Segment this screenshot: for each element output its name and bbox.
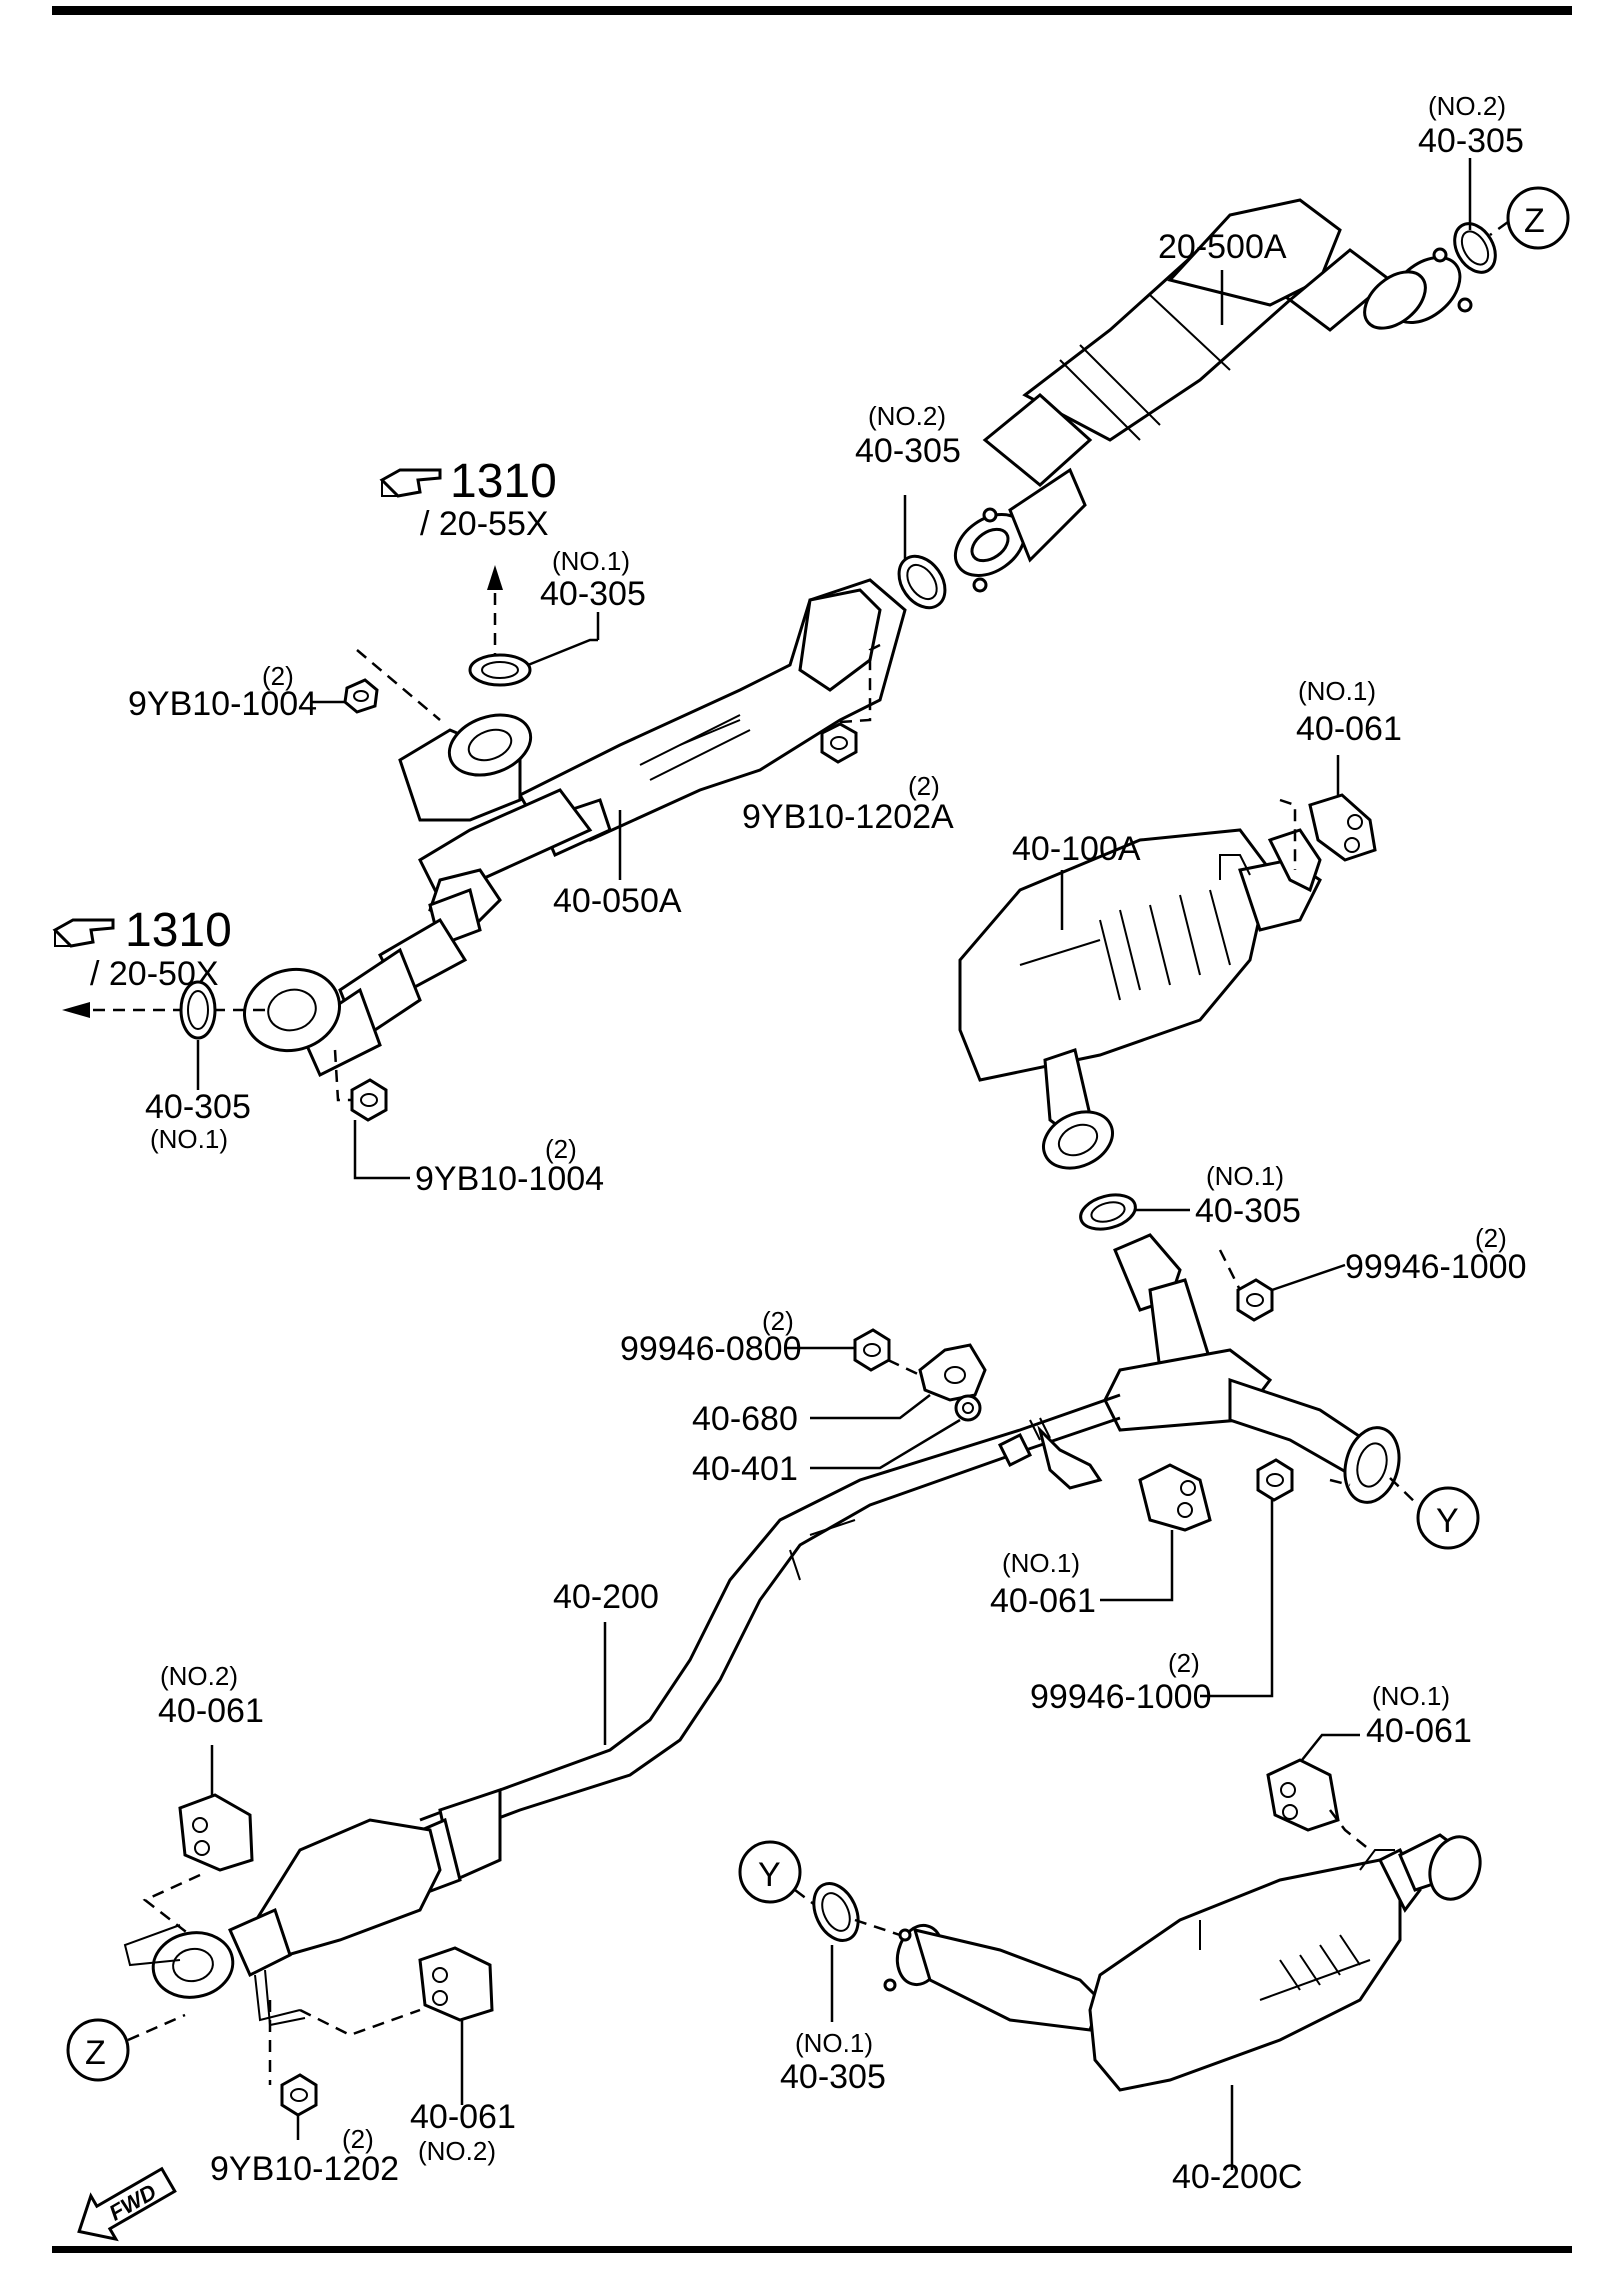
bracket-40-680 xyxy=(810,1343,987,1420)
label-40-100a: 40-100A xyxy=(1012,830,1141,868)
pipe-40-200 xyxy=(123,1233,1401,2027)
label-y-right: Y xyxy=(1436,1502,1459,1540)
nut-9yb10-1004-a xyxy=(310,649,441,721)
label-no2-hanger-a: (NO.2) xyxy=(160,1661,238,1691)
muffler-40-200c xyxy=(883,1833,1482,2092)
label-no2-top: (NO.2) xyxy=(1428,91,1506,121)
label-40-305-b: 40-305 xyxy=(145,1088,251,1126)
nut-99946-1000-a xyxy=(1218,1249,1346,1322)
label-no2-hanger-b: (NO.2) xyxy=(418,2136,496,2166)
nut-9yb10-1202a xyxy=(820,643,881,764)
label-no1-c: (NO.1) xyxy=(1206,1161,1284,1191)
ref-circle-y-right: Y xyxy=(1389,1477,1480,1550)
hanger-40-061-no2-b xyxy=(299,1946,494,2105)
label-no1-d: (NO.1) xyxy=(795,2028,873,2058)
label-y-left: Y xyxy=(758,1856,781,1894)
label-40-305-top: 40-305 xyxy=(1418,122,1524,160)
label-q-f: (2) xyxy=(1168,1648,1200,1678)
label-40-061-a: 40-061 xyxy=(1296,710,1402,748)
label-40-305-mid: 40-305 xyxy=(855,432,961,470)
top-rule xyxy=(52,6,1572,15)
label-z-bottom: Z xyxy=(85,2034,106,2072)
nut-9yb10-1202 xyxy=(268,2000,318,2140)
label-40-680: 40-680 xyxy=(692,1400,798,1438)
label-20-55x: / 20-55X xyxy=(420,505,549,543)
label-9yb10-1004-b: 9YB10-1004 xyxy=(415,1160,604,1198)
nut-99946-0800 xyxy=(785,1328,921,1377)
gasket-ring-no2-top xyxy=(1453,158,1497,274)
ref-circle-z-top: Z xyxy=(1489,186,1570,250)
label-q-a: (2) xyxy=(262,661,294,691)
fwd-arrow-icon: FWD xyxy=(77,2166,177,2242)
label-40-200c: 40-200C xyxy=(1172,2158,1302,2196)
label-40-061-b: 40-061 xyxy=(990,1582,1096,1620)
rubber-40-401 xyxy=(810,1394,982,1470)
label-40-401: 40-401 xyxy=(692,1450,798,1488)
label-q-g: (2) xyxy=(342,2124,374,2154)
nut-9yb10-1004-b xyxy=(333,1049,410,1180)
label-no1-a: (NO.1) xyxy=(552,546,630,576)
label-99946-0800: 99946-0800 xyxy=(620,1330,802,1368)
ref-circle-y-left: Y xyxy=(738,1840,816,1906)
pointing-hand-icon xyxy=(52,918,115,948)
gasket-ring-no1-d xyxy=(812,1882,901,2022)
label-no2-mid: (NO.2) xyxy=(868,401,946,431)
label-40-305-a: 40-305 xyxy=(540,575,646,613)
label-no1-b: (NO.1) xyxy=(150,1124,228,1154)
label-z-top: Z xyxy=(1524,202,1545,240)
label-9yb10-1004-a: 9YB10-1004 xyxy=(128,685,317,723)
label-40-061-e: 40-061 xyxy=(410,2098,516,2136)
label-40-061-d: 40-061 xyxy=(1366,1712,1472,1750)
arrow-up-head xyxy=(487,565,503,590)
nut-99946-1000-b xyxy=(1200,1458,1351,1698)
label-no1-hanger-c: (NO.1) xyxy=(1372,1681,1450,1711)
label-no1-hanger-b: (NO.1) xyxy=(1002,1548,1080,1578)
label-9yb10-1202: 9YB10-1202 xyxy=(210,2150,399,2188)
label-40-050a: 40-050A xyxy=(553,882,682,920)
label-no1-hanger-a: (NO.1) xyxy=(1298,676,1376,706)
arrow-left-head xyxy=(62,1002,90,1018)
gasket-ring-no1-c xyxy=(1079,1193,1190,1231)
gasket-ring-no1-a xyxy=(468,638,598,687)
label-9yb10-1202a: 9YB10-1202A xyxy=(742,798,954,836)
gasket-ring-no2-mid xyxy=(897,495,947,610)
label-q-b: (2) xyxy=(908,771,940,801)
label-99946-1000-a: 99946-1000 xyxy=(1345,1248,1527,1286)
pointing-hand-icon xyxy=(379,468,442,498)
bottom-rule xyxy=(52,2246,1572,2253)
ref-circle-z-bottom: Z xyxy=(66,2013,186,2082)
label-40-061-c: 40-061 xyxy=(158,1692,264,1730)
hanger-40-061-no1-b xyxy=(1100,1463,1212,1602)
label-q-c: (2) xyxy=(545,1134,577,1164)
hanger-40-061-no1-a xyxy=(1279,755,1377,870)
label-40-200: 40-200 xyxy=(553,1578,659,1616)
front-pipe-40-050a xyxy=(242,578,907,1078)
muffler-40-100a xyxy=(958,828,1322,1170)
hanger-40-061-no1-c xyxy=(1266,1733,1371,1851)
gasket-ring-no1-b xyxy=(179,980,217,1090)
label-40-305-c: 40-305 xyxy=(1195,1192,1301,1230)
hanger-40-061-no2-a xyxy=(142,1745,254,1936)
label-1310-a: 1310 xyxy=(450,455,557,508)
label-99946-1000-b: 99946-1000 xyxy=(1030,1678,1212,1716)
label-1310-b: 1310 xyxy=(125,904,232,957)
label-20-500a: 20-500A xyxy=(1158,228,1287,266)
label-40-305-d: 40-305 xyxy=(780,2058,886,2096)
label-q-e: (2) xyxy=(762,1306,794,1336)
label-q-d: (2) xyxy=(1475,1223,1507,1253)
catalytic-converter-20-500a xyxy=(953,198,1473,593)
